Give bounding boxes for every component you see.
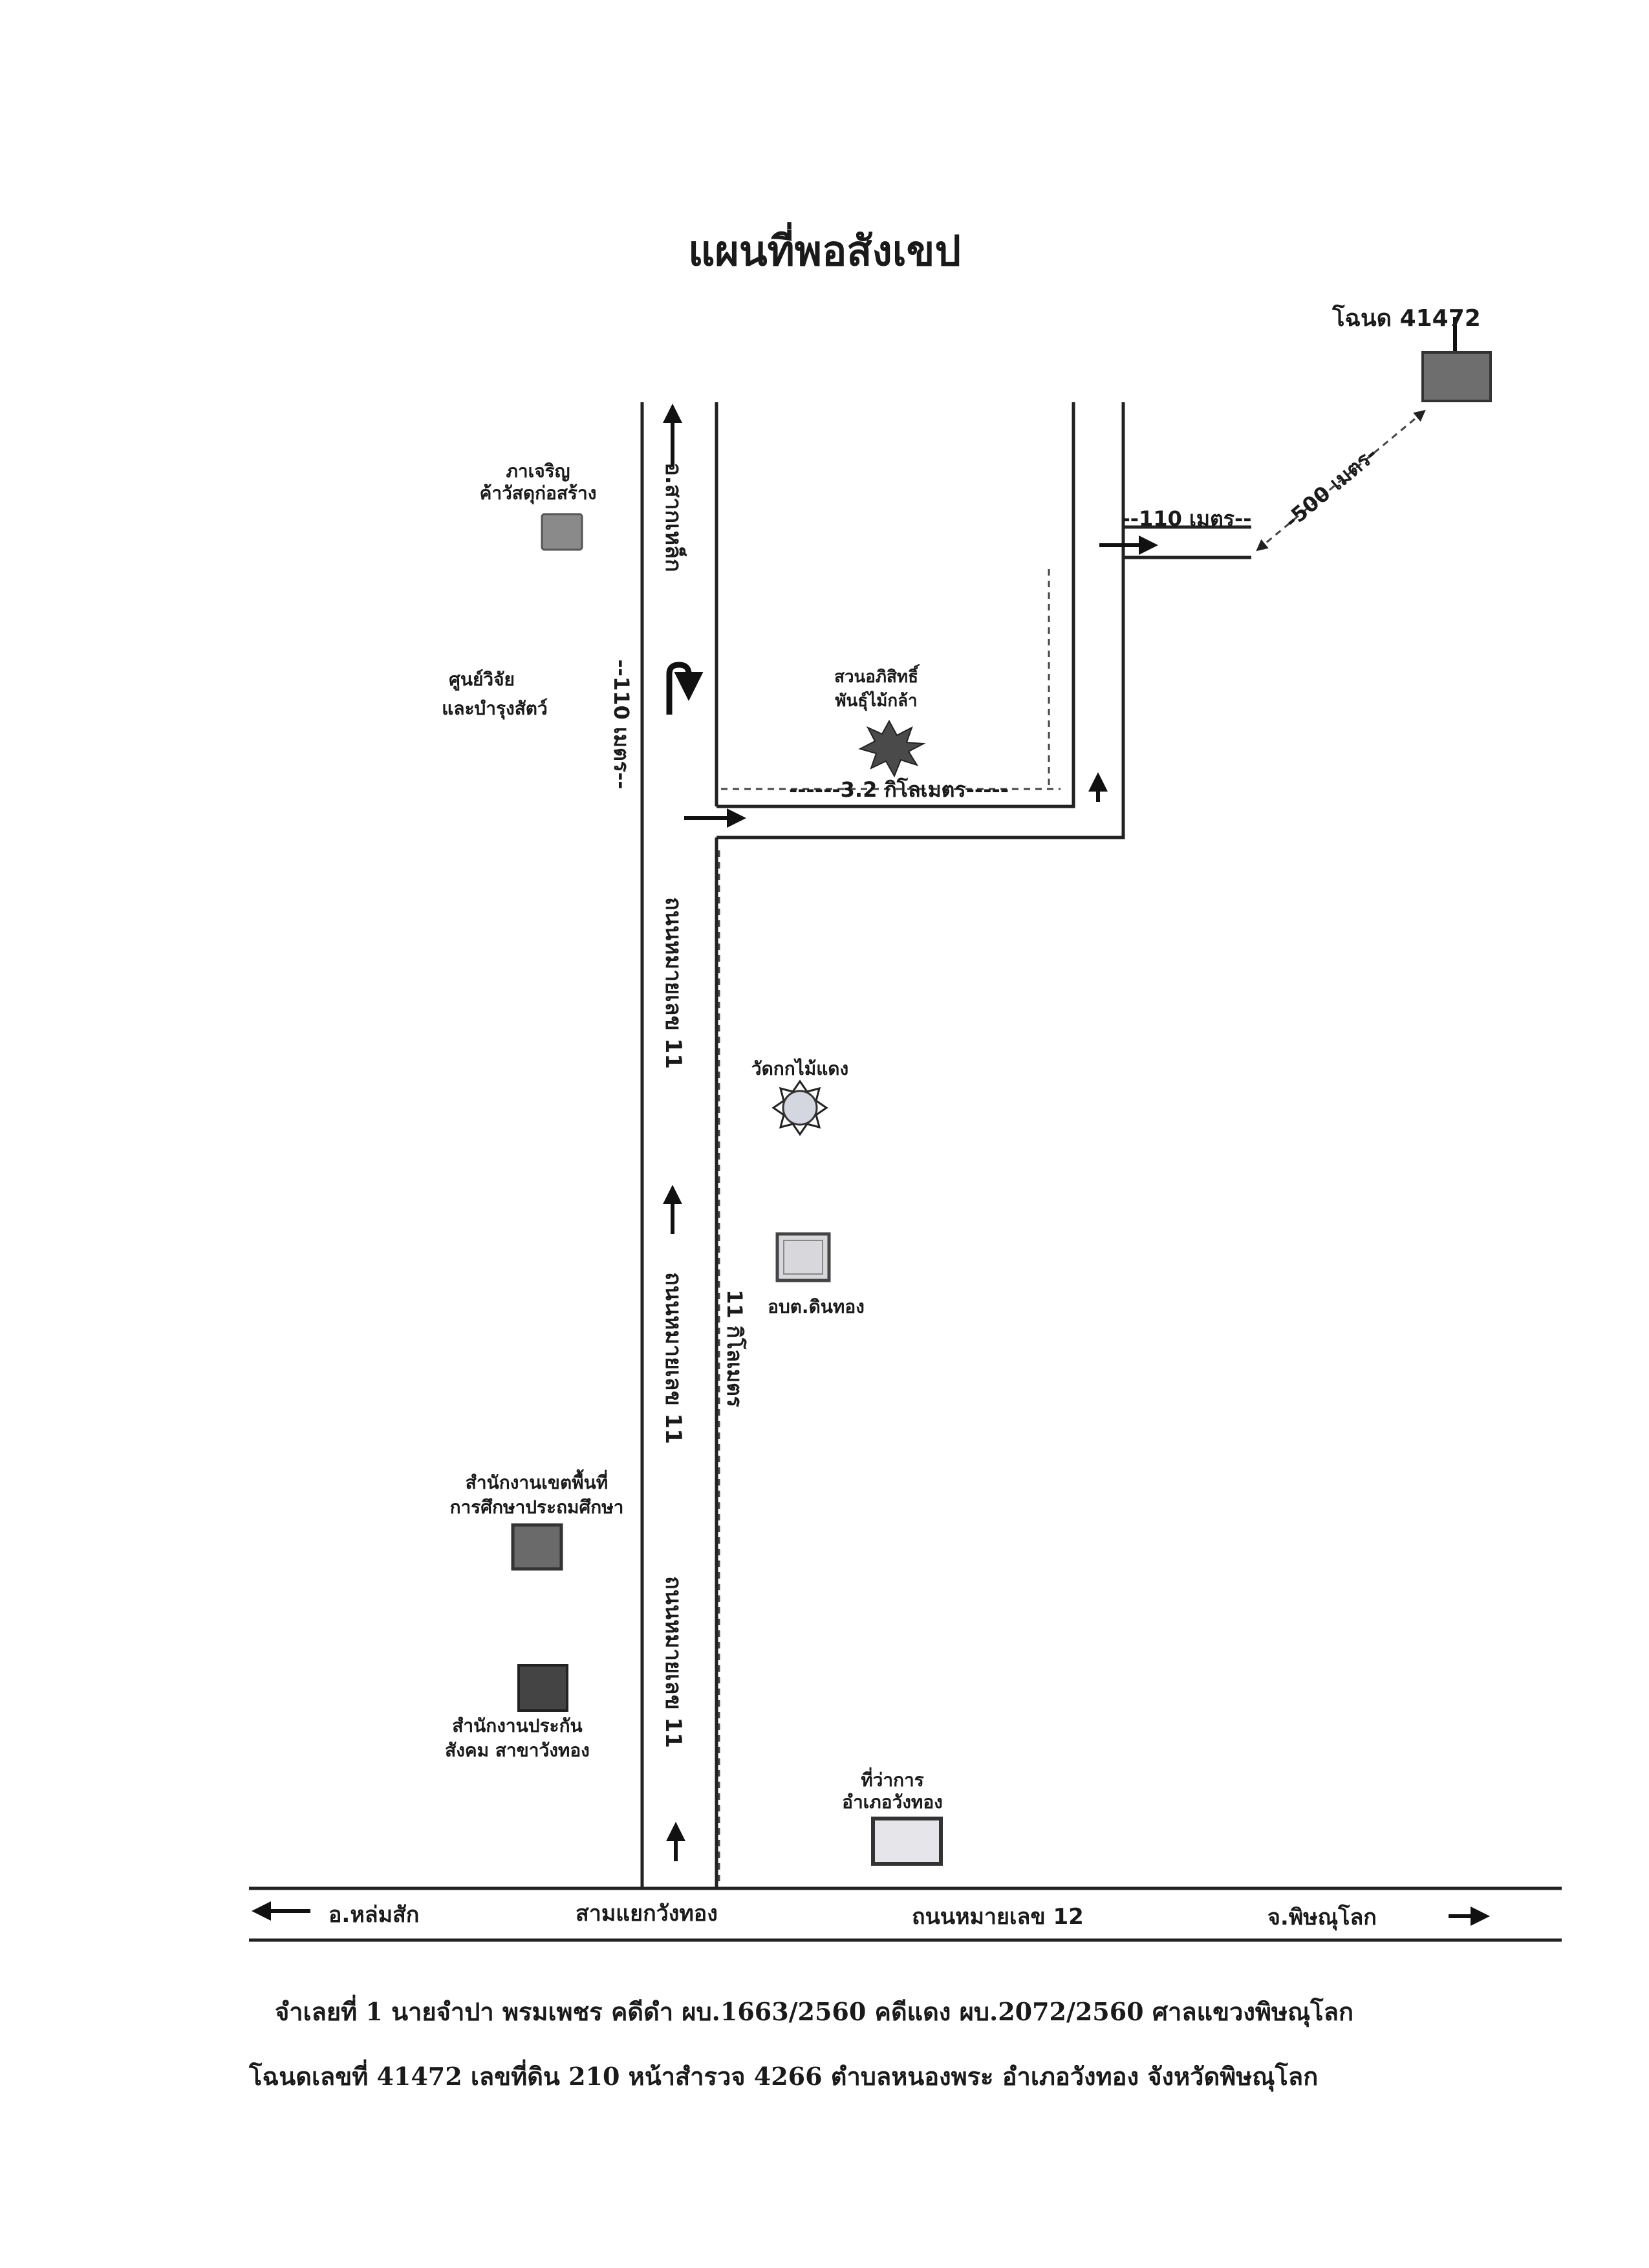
label-east-direction: จ.พิษณุโลก [1267, 1904, 1377, 1931]
place-tao-marker-inner [783, 1240, 823, 1275]
label-highway-12: ถนนหมายเลข 12 [912, 1904, 1084, 1930]
distance-11km: 11 กิโลเมตร [722, 1290, 747, 1407]
distance-110m-east: --110 เมตร-- [1121, 506, 1251, 531]
place-research-center-line1: ศูนย์วิจัย [449, 669, 515, 691]
place-nursery-line1: สวนอภิสิทธิ์ [834, 664, 920, 687]
distance-110m-west: --110 เมตร-- [609, 659, 634, 789]
place-social-security-line1: สำนักงานประกัน [452, 1715, 582, 1736]
label-junction: สามแยกวังทอง [576, 1901, 718, 1927]
map-title: แผนที่พอสังเขป [688, 222, 961, 275]
label-west-direction: อ.หล่มสัก [329, 1902, 419, 1928]
place-social-security-marker [517, 1664, 568, 1712]
deed-plot-marker [1421, 351, 1492, 402]
place-district-office-line1: ที่ว่าการ [861, 1767, 924, 1791]
footer-line-1: จำเลยที่ 1 นายจำปา พรมเพชร คดีดำ ผบ.1663… [275, 1997, 1353, 2026]
label-highway-11-a: ถนนหมายเลข 11 [660, 897, 686, 1069]
place-construction-store-marker [541, 513, 583, 551]
u-turn-icon [666, 662, 704, 715]
label-north-direction: อ.สากเหล็ก [660, 462, 687, 572]
place-tao-label: อบต.ดินทอง [768, 1296, 865, 1317]
deed-label: โฉนด 41472 [1331, 304, 1481, 332]
place-social-security-line2: สังคม สาขาวังทอง [445, 1740, 590, 1761]
place-district-office-marker [871, 1817, 943, 1866]
place-construction-store-line2: ค้าวัสดุก่อสร้าง [480, 482, 597, 504]
distance-500m: -500 เมตร- [1280, 442, 1382, 533]
distance-3-2km: ------3.2 กิโลเมตร----- [789, 777, 1009, 802]
place-education-office-line1: สำนักงานเขตพื้นที่ [466, 1469, 608, 1493]
place-temple-label: วัดกกไม้แดง [751, 1058, 848, 1079]
temple-center-icon [782, 1090, 818, 1126]
nursery-star-icon [858, 719, 926, 778]
place-tao-marker [775, 1232, 831, 1282]
branch-road-north-edge [717, 402, 1075, 808]
dashed-500m-guide [1256, 409, 1426, 552]
branch-road-south-edge [717, 402, 1125, 839]
place-nursery-line2: พันธุ์ไม้กล้า [835, 690, 917, 711]
place-education-office-marker [511, 1523, 563, 1571]
label-highway-11-b: ถนนหมายเลข 11 [660, 1272, 686, 1444]
place-construction-store-line1: ภาเจริญ [506, 460, 570, 482]
footer-line-2: โฉนดเลขที่ 41472 เลขที่ดิน 210 หน้าสำรวจ… [249, 2062, 1319, 2091]
place-district-office-line2: อำเภอวังทอง [842, 1791, 943, 1813]
place-research-center-line2: และบำรุงสัตว์ [442, 698, 547, 720]
label-highway-11-c: ถนนหมายเลข 11 [660, 1576, 686, 1748]
place-education-office-line2: การศึกษาประถมศึกษา [450, 1496, 624, 1518]
